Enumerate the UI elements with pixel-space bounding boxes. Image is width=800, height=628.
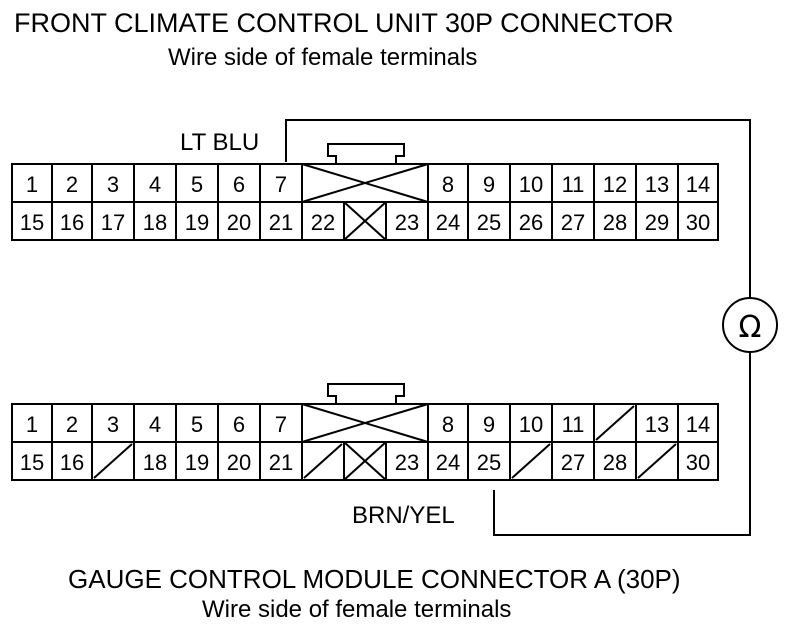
bottom-row2-empty-terminal <box>93 443 133 479</box>
top-terminal-number: 26 <box>519 210 543 235</box>
top-terminal-number: 30 <box>686 210 710 235</box>
bottom-lock-tab <box>327 383 405 404</box>
top-terminal-number: 9 <box>483 172 495 197</box>
top-terminal-number: 11 <box>562 172 585 197</box>
top-terminal-number: 1 <box>26 172 38 197</box>
bottom-terminal-number: 7 <box>275 412 287 437</box>
top-row2-blocked-cavity <box>343 201 387 241</box>
top-terminal-number: 20 <box>227 210 251 235</box>
bottom-row2-empty-terminal <box>511 443 551 479</box>
top-terminal-number: 7 <box>275 172 287 197</box>
lt-blu-label: LT BLU <box>180 129 259 156</box>
bottom-row1-empty-terminal <box>595 405 635 441</box>
top-terminal-number: 22 <box>311 210 335 235</box>
bottom-terminal-number: 14 <box>686 412 710 437</box>
ohm-symbol: Ω <box>739 310 762 345</box>
bottom-terminal-number: 4 <box>149 412 161 437</box>
bottom-terminal-number: 21 <box>269 450 293 475</box>
bottom-terminal-number: 23 <box>395 450 419 475</box>
bottom-terminal-number: 2 <box>66 412 78 437</box>
bottom-terminal-number: 5 <box>191 412 203 437</box>
bottom-terminal-number: 8 <box>442 412 454 437</box>
top-connector-title: FRONT CLIMATE CONTROL UNIT 30P CONNECTOR <box>14 8 674 38</box>
top-terminal-number: 19 <box>185 210 209 235</box>
bottom-terminal-number: 24 <box>436 450 460 475</box>
top-connector-subtitle: Wire side of female terminals <box>168 44 478 71</box>
bottom-row1-blocked-cavity <box>301 403 429 443</box>
bottom-terminal-number: 20 <box>227 450 251 475</box>
top-terminal-number: 14 <box>686 172 710 197</box>
top-terminal-number: 15 <box>20 210 44 235</box>
bottom-terminal-number: 25 <box>477 450 501 475</box>
lt-blu-wire <box>285 119 751 298</box>
top-row1-blocked-cavity <box>301 163 429 203</box>
top-terminal-number: 12 <box>603 172 627 197</box>
bottom-row2-blocked-cavity <box>343 441 387 481</box>
top-terminal-number: 27 <box>561 210 585 235</box>
bottom-terminal-number: 15 <box>20 450 44 475</box>
bottom-terminal-number: 19 <box>185 450 209 475</box>
bottom-terminal-number: 27 <box>561 450 585 475</box>
top-terminal-number: 13 <box>645 172 669 197</box>
top-terminal-number: 6 <box>233 172 245 197</box>
top-terminal-number: 2 <box>66 172 78 197</box>
bottom-terminal-number: 13 <box>645 412 669 437</box>
top-terminal-number: 24 <box>436 210 460 235</box>
bottom-terminal-number: 30 <box>686 450 710 475</box>
bottom-terminal-number: 11 <box>562 412 585 437</box>
bottom-row2-empty-terminal <box>637 443 677 479</box>
top-terminal-number: 18 <box>143 210 167 235</box>
bottom-terminal-number: 16 <box>60 450 84 475</box>
ohmmeter-icon <box>722 297 778 353</box>
bottom-terminal-number: 18 <box>143 450 167 475</box>
top-terminal-number: 3 <box>107 172 119 197</box>
top-terminal-number: 10 <box>519 172 543 197</box>
top-terminal-number: 4 <box>149 172 161 197</box>
bottom-terminal-number: 10 <box>519 412 543 437</box>
top-terminal-number: 8 <box>442 172 454 197</box>
top-terminal-number: 17 <box>101 210 125 235</box>
top-terminal-number: 25 <box>477 210 501 235</box>
bottom-terminal-number: 6 <box>233 412 245 437</box>
bottom-connector-title: GAUGE CONTROL MODULE CONNECTOR A (30P) <box>68 564 681 594</box>
bottom-connector-subtitle: Wire side of female terminals <box>202 596 512 623</box>
bottom-terminal-number: 3 <box>107 412 119 437</box>
top-terminal-number: 23 <box>395 210 419 235</box>
brn-yel-label: BRN/YEL <box>352 502 455 529</box>
top-terminal-number: 28 <box>603 210 627 235</box>
top-terminal-number: 16 <box>60 210 84 235</box>
bottom-terminal-number: 9 <box>483 412 495 437</box>
top-terminal-number: 5 <box>191 172 203 197</box>
top-terminal-number: 21 <box>269 210 293 235</box>
top-lock-tab <box>327 143 405 164</box>
bottom-terminal-number: 28 <box>603 450 627 475</box>
bottom-terminal-number: 1 <box>26 412 38 437</box>
brn-yel-wire <box>493 352 751 536</box>
bottom-row2-empty-terminal <box>303 443 343 479</box>
top-terminal-number: 29 <box>645 210 669 235</box>
